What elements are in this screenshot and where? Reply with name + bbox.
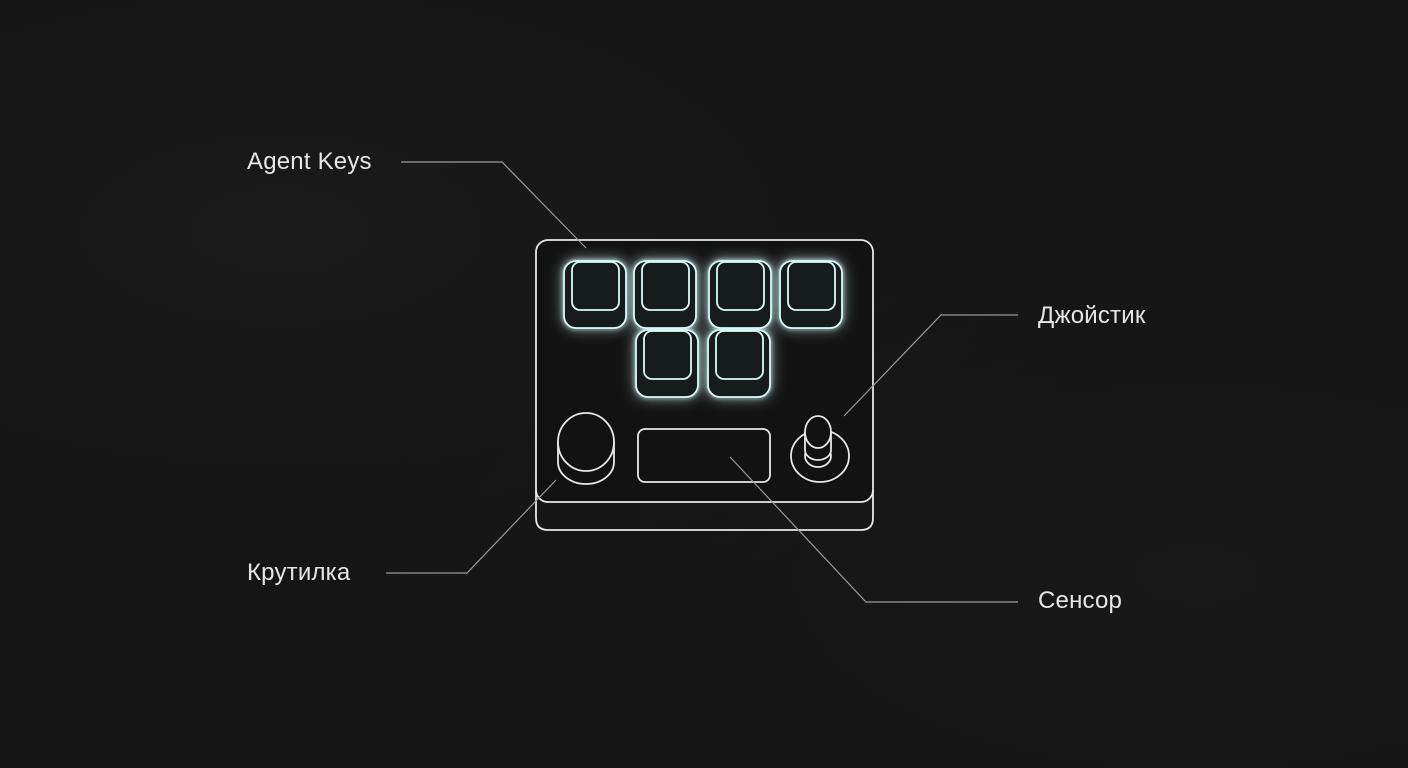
agent-key-5 <box>635 329 699 398</box>
leader-touch <box>729 456 1018 603</box>
agent-key-6 <box>707 329 771 398</box>
knob <box>557 412 615 485</box>
agent-key-2 <box>633 260 697 329</box>
label-agent-keys: Agent Keys <box>247 148 372 175</box>
touch-sensor <box>637 428 771 483</box>
leader-joystick <box>843 314 1018 417</box>
label-joystick: Джойстик <box>1038 302 1146 329</box>
joystick <box>790 415 850 483</box>
leader-agent-keys <box>401 161 587 249</box>
label-knob: Крутилка <box>247 559 351 586</box>
agent-key-1 <box>563 260 627 329</box>
agent-keys-group <box>563 260 843 398</box>
agent-key-4 <box>779 260 843 329</box>
leader-lines <box>386 161 1018 603</box>
label-touch-sensor: Сенсор <box>1038 587 1123 614</box>
leader-knob <box>386 479 557 574</box>
agent-key-3 <box>708 260 772 329</box>
